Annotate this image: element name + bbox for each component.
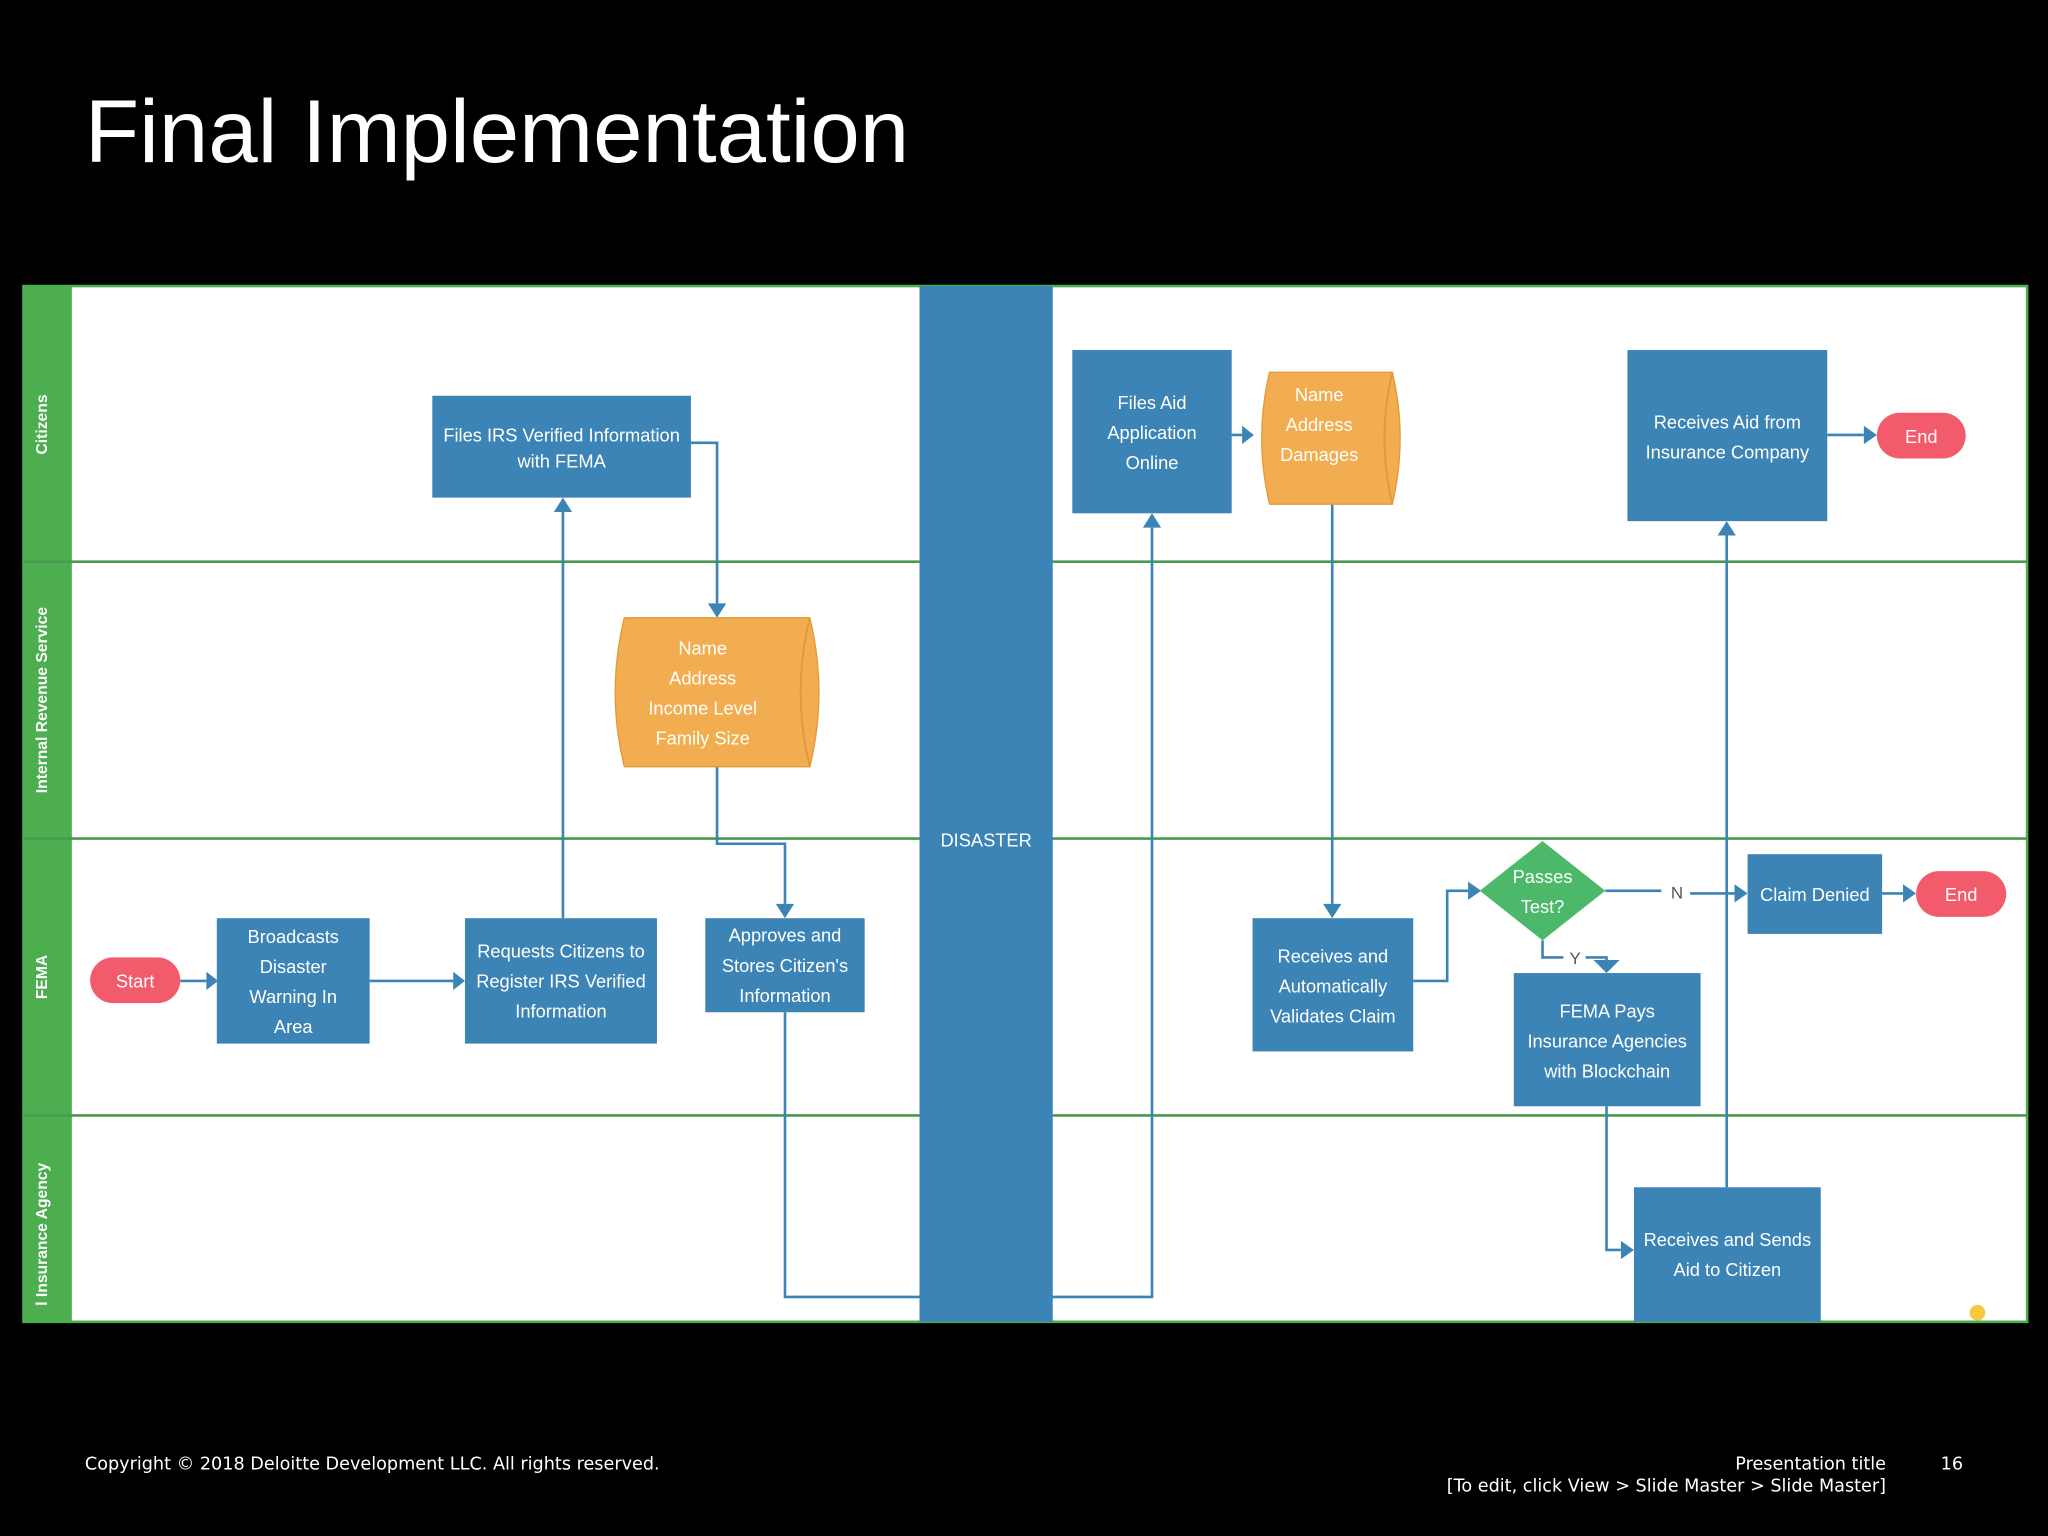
lane-label-fema: FEMA	[34, 955, 51, 999]
disaster-column	[919, 286, 1053, 1322]
footer-edit-hint: [To edit, click View > Slide Master > Sl…	[1447, 1477, 1886, 1497]
disaster-label: DISASTER	[940, 829, 1031, 850]
svg-text:End: End	[1905, 426, 1938, 447]
lane-label-irs: Internal Revenue Service	[34, 607, 51, 794]
swimlane-diagram: Citizens Internal Revenue Service FEMA l…	[22, 284, 2029, 1324]
end-terminal-denied: End	[1916, 871, 2007, 917]
footer-page-number: 16	[1941, 1454, 1963, 1474]
claim-denied-step: Claim Denied	[1747, 854, 1883, 934]
end-terminal-aid: End	[1876, 412, 1966, 459]
yellow-dot-marker	[1969, 1304, 1986, 1321]
slide-title: Final Implementation	[85, 82, 909, 181]
yes-branch-label: Y	[1570, 949, 1581, 968]
lane-header-bar	[23, 286, 72, 1322]
start-terminal: Start	[90, 957, 181, 1004]
svg-text:End: End	[1945, 884, 1978, 905]
lane-label-insurance: l Insurance Agency	[34, 1163, 51, 1306]
footer-presentation-title: Presentation title	[1735, 1454, 1886, 1474]
svg-text:Claim Denied: Claim Denied	[1760, 884, 1870, 905]
no-branch-label: N	[1671, 884, 1683, 903]
svg-text:Start: Start	[116, 970, 155, 991]
footer-copyright: Copyright © 2018 Deloitte Development LL…	[85, 1454, 660, 1474]
lane-label-citizens: Citizens	[34, 394, 51, 454]
connectors: N Y	[180, 425, 1917, 1299]
